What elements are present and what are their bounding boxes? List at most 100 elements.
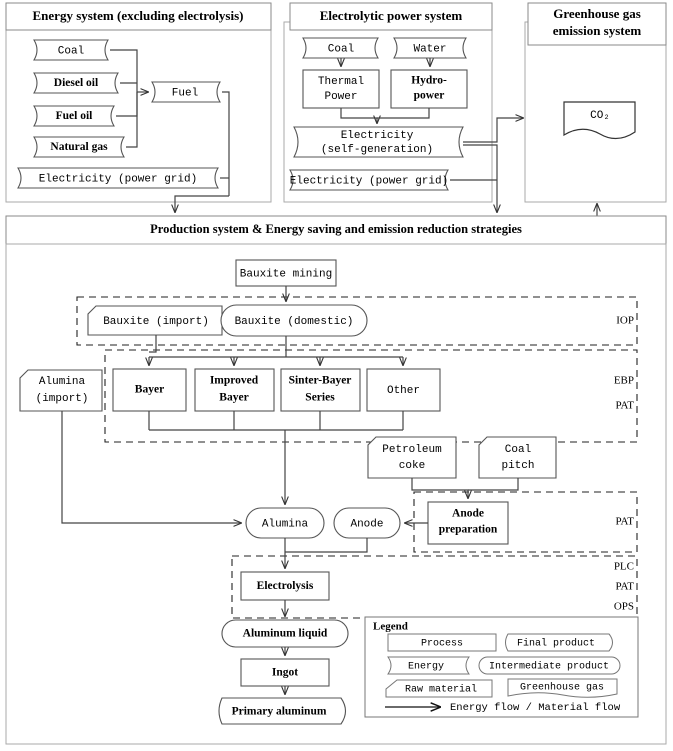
legend-label-raw-material: Raw material <box>405 684 477 696</box>
label-fuel: Fuel <box>172 87 198 99</box>
shape-primary-aluminum[interactable] <box>218 697 347 725</box>
shape-electricity-self-generation[interactable] <box>293 126 464 158</box>
strategy-label-ebp: EBP <box>614 375 634 387</box>
shape-thermal-power[interactable] <box>302 69 380 109</box>
legend: Legend Process Final product Energy Inte… <box>364 616 639 718</box>
panel-production-system: Production system & Energy saving and em… <box>5 215 667 745</box>
legend-flow-label: Energy flow / Material flow <box>450 702 621 714</box>
label-ep-water: Water <box>413 43 446 55</box>
label-improved-bayer-line1: Improved <box>210 375 259 387</box>
label-hydro-power-line1: Hydro- <box>411 75 447 87</box>
shape-improved-bayer[interactable] <box>194 368 275 412</box>
label-electrolysis: Electrolysis <box>257 580 314 592</box>
strategy-label-pat-1: PAT <box>615 400 634 412</box>
shape-natural-gas[interactable] <box>33 136 125 158</box>
label-ingot: Ingot <box>272 667 298 679</box>
greenhouse-gas-title-box <box>527 2 667 46</box>
greenhouse-gas-title-line1: Greenhouse gas <box>553 6 641 21</box>
label-natural-gas: Natural gas <box>50 141 108 153</box>
energy-system-title-box <box>5 2 272 31</box>
panel-greenhouse-gas-system: Greenhouse gas emission system CO₂ <box>524 2 667 222</box>
electrolytic-power-title-box <box>289 2 493 31</box>
shape-sinter-bayer-series[interactable] <box>280 368 361 412</box>
label-bayer: Bayer <box>135 384 164 396</box>
shape-bauxite-import[interactable] <box>87 305 223 336</box>
label-other: Other <box>387 385 420 397</box>
legend-shape-raw-material <box>385 679 493 698</box>
shape-electrolysis[interactable] <box>240 571 330 601</box>
label-anode: Anode <box>350 518 383 530</box>
label-alumina: Alumina <box>262 518 309 530</box>
label-sinter-bayer-line2: Series <box>305 392 335 404</box>
legend-label-intermediate-product: Intermediate product <box>489 661 609 673</box>
label-energy-electricity-grid: Electricity (power grid) <box>39 173 197 185</box>
label-coal-pitch-line1: Coal <box>505 444 531 456</box>
shape-energy-electricity-grid[interactable] <box>17 167 219 189</box>
label-ep-electricity-grid: Electricity (power grid) <box>290 175 448 187</box>
label-alumina-import-line2: (import) <box>36 393 89 405</box>
label-coal: Coal <box>58 45 84 57</box>
group-pat-anode <box>413 491 638 553</box>
shape-alumina-import[interactable] <box>19 369 103 412</box>
production-system-title-box <box>5 215 667 245</box>
shape-ep-electricity-grid[interactable] <box>289 169 449 191</box>
shape-fuel-oil[interactable] <box>33 105 115 127</box>
label-coal-pitch-line2: pitch <box>501 460 534 472</box>
shape-co2[interactable] <box>563 101 636 140</box>
legend-shape-energy <box>387 656 470 675</box>
shape-anode-preparation[interactable] <box>427 501 509 545</box>
panel-energy-system: Energy system (excluding electrolysis) C… <box>5 2 272 212</box>
label-aluminum-liquid: Aluminum liquid <box>243 628 328 640</box>
legend-label-process: Process <box>421 639 463 650</box>
greenhouse-gas-title-line2: emission system <box>553 23 642 38</box>
panel-electrolytic-power-system: Electrolytic power system Coal Water The… <box>283 2 523 212</box>
legend-label-final-product: Final product <box>517 638 595 650</box>
strategy-label-iop: IOP <box>616 315 634 327</box>
label-electricity-self-line2: (self-generation) <box>321 144 433 156</box>
electrolytic-power-title: Electrolytic power system <box>320 8 463 23</box>
label-ep-coal: Coal <box>328 43 354 55</box>
label-thermal-power-line2: Power <box>324 91 357 103</box>
legend-label-energy: Energy <box>408 662 444 673</box>
label-bauxite-domestic: Bauxite (domestic) <box>235 316 354 328</box>
electrolytic-power-connectors <box>341 58 523 212</box>
label-petroleum-coke-line1: Petroleum <box>382 444 442 456</box>
strategy-label-plc: PLC <box>614 561 634 573</box>
label-hydro-power-line2: power <box>414 90 445 102</box>
legend-shape-greenhouse-gas <box>507 678 618 698</box>
shape-coal[interactable] <box>33 39 109 61</box>
shape-ep-water[interactable] <box>393 37 467 59</box>
label-electricity-self-line1: Electricity <box>341 130 414 142</box>
shape-bayer[interactable] <box>112 368 187 412</box>
label-bauxite-import: Bauxite (import) <box>103 316 209 328</box>
shape-hydro-power[interactable] <box>390 69 468 109</box>
legend-shape-intermediate-product <box>478 656 621 675</box>
shape-bauxite-domestic[interactable] <box>220 304 368 337</box>
legend-shape-final-product <box>505 633 613 652</box>
label-bauxite-mining: Bauxite mining <box>240 268 332 280</box>
label-sinter-bayer-line1: Sinter-Bayer <box>289 375 352 387</box>
label-anode-preparation-line1: Anode <box>452 508 484 520</box>
group-iop <box>76 296 638 346</box>
group-plc-pat-ops <box>231 555 638 619</box>
strategy-label-pat-2: PAT <box>615 516 634 528</box>
shape-ep-coal[interactable] <box>302 37 379 59</box>
label-petroleum-coke-line2: coke <box>399 460 425 472</box>
label-fuel-oil: Fuel oil <box>56 110 93 122</box>
energy-system-title: Energy system (excluding electrolysis) <box>33 8 244 23</box>
production-system-title: Production system & Energy saving and em… <box>150 222 522 236</box>
label-anode-preparation-line2: preparation <box>439 524 498 536</box>
shape-other[interactable] <box>366 368 441 412</box>
strategy-label-ops: OPS <box>614 601 634 613</box>
energy-system-connectors <box>110 49 230 212</box>
legend-shape-process <box>387 633 497 652</box>
legend-title: Legend <box>373 621 408 633</box>
label-alumina-import-line1: Alumina <box>39 376 86 388</box>
label-thermal-power-line1: Thermal <box>318 76 364 88</box>
shape-diesel-oil[interactable] <box>33 72 119 94</box>
production-connectors <box>61 286 519 694</box>
shape-fuel[interactable] <box>151 81 221 103</box>
label-co2: CO₂ <box>590 110 610 122</box>
